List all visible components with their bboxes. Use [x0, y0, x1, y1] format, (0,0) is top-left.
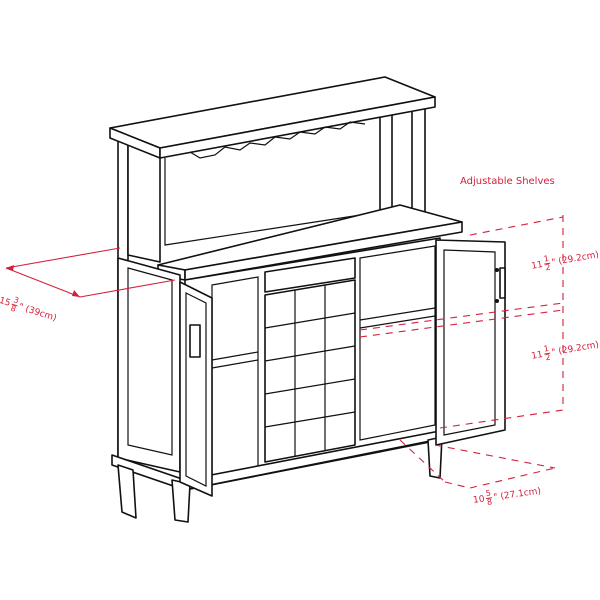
drawer — [264, 257, 356, 293]
left-side-panel — [117, 257, 181, 473]
right-door — [435, 239, 506, 446]
adjustable-shelves-label: Adjustable Shelves — [460, 176, 555, 187]
shelf-upper-whole: 11 — [530, 259, 544, 272]
shelf-upper-unit: " — [550, 257, 557, 269]
shelf-upper-den: 2 — [544, 262, 552, 273]
depth-dimension — [5, 247, 176, 298]
depth-unit: " — [17, 302, 25, 313]
shelf-spacing-dimension — [359, 215, 564, 429]
shelf-depth-den: 8 — [486, 497, 493, 507]
depth-den: 8 — [9, 303, 18, 314]
right-hutch-post — [379, 99, 426, 221]
shelf-depth-dimension — [399, 439, 556, 489]
shelf-depth-metric: (27.1cm) — [499, 486, 542, 503]
shelf-depth-whole: 10 — [472, 494, 486, 506]
depth-whole: 15 — [0, 295, 12, 309]
counter-top — [157, 204, 463, 281]
shelf-lower-den: 2 — [544, 352, 552, 363]
door-handle-icon — [189, 324, 201, 358]
shelf-lower-whole: 11 — [530, 349, 544, 362]
hutch-top — [109, 76, 436, 159]
left-door — [179, 281, 213, 497]
shelf-depth-unit: " — [492, 492, 499, 504]
shelf-lower-unit: " — [550, 347, 557, 359]
wine-rack-grid — [264, 279, 356, 463]
